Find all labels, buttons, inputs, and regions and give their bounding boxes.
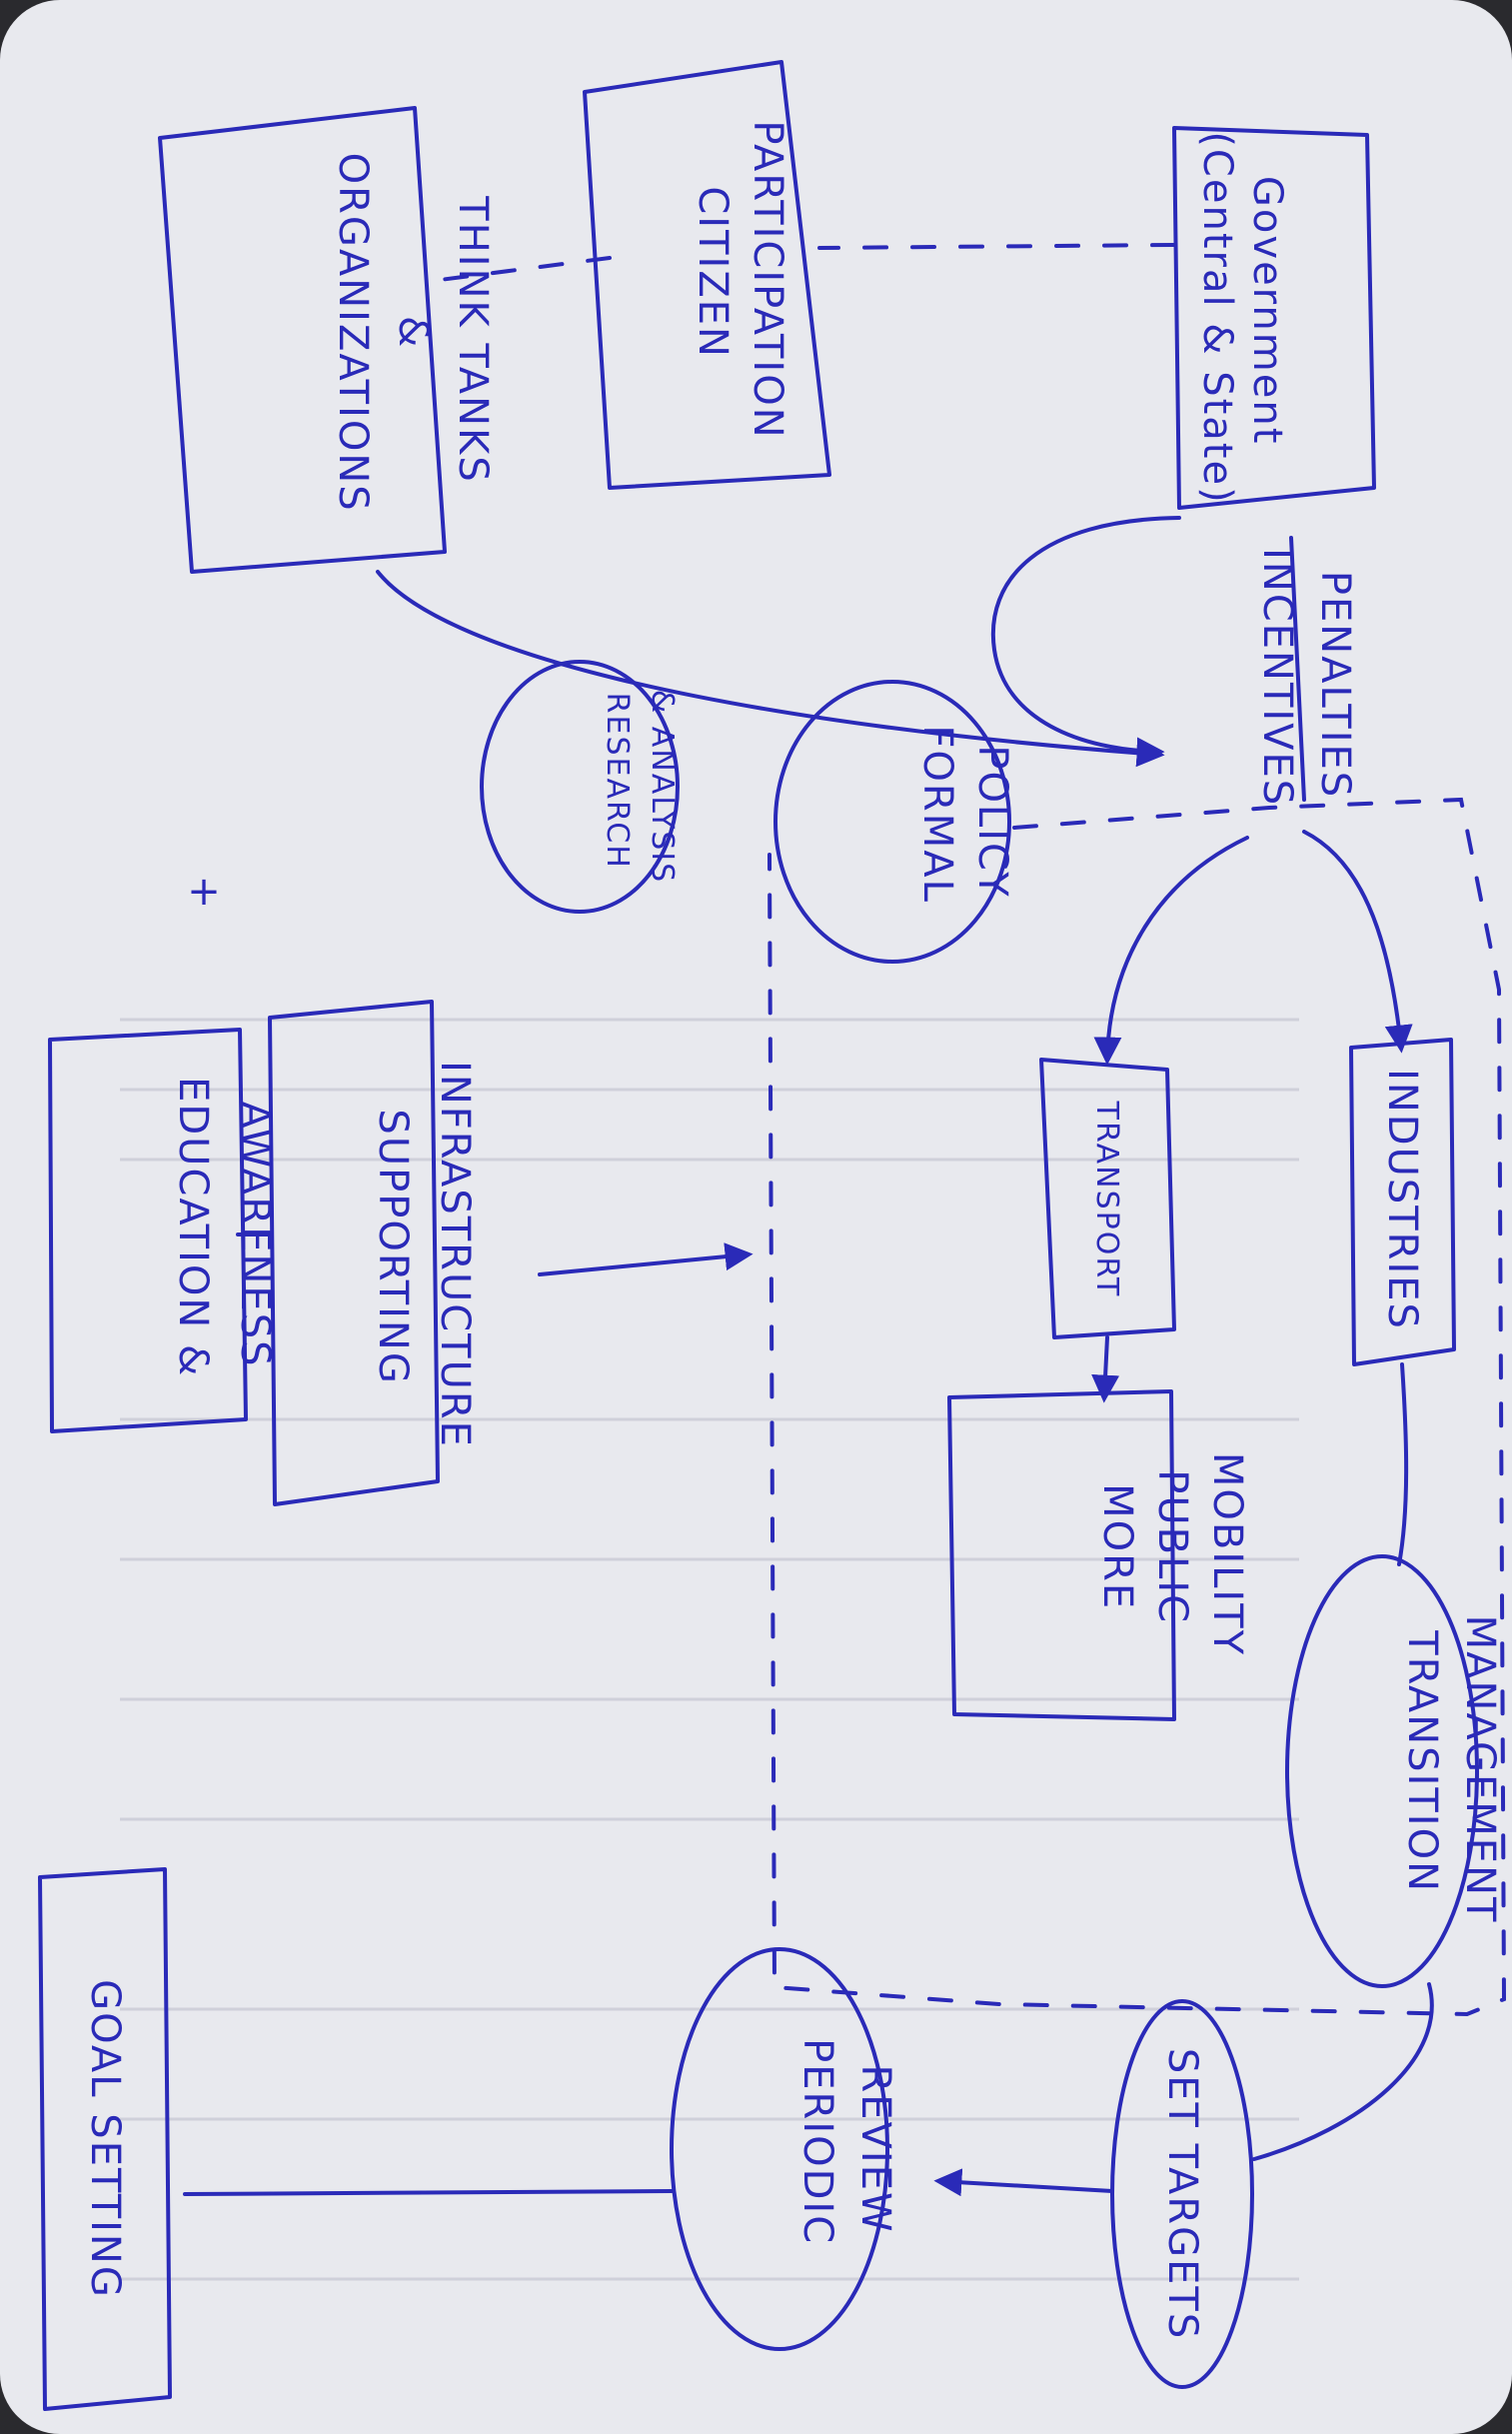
label-periodic-review: PERIODIC REVIEW <box>794 2038 898 2260</box>
label-education: EDUCATION & AWARENESS <box>170 1077 278 1392</box>
bubble-transition-management <box>1285 1554 1479 1988</box>
arrow-transport-mobility <box>1091 1335 1120 1403</box>
label-incentives: INCENTIVES PENALTIES <box>1254 548 1358 822</box>
dash-policy-boundary <box>767 797 1507 2017</box>
box-citizen <box>583 60 831 490</box>
box-supporting-infrastructure <box>268 1000 440 1506</box>
label-set-targets: SET TARGETS <box>1159 2048 1205 2340</box>
label-industries: INDUSTRIES <box>1379 1069 1425 1330</box>
label-goal-setting: GOAL SETTING <box>82 1979 128 2299</box>
label-transport: TRANSPORT <box>1089 1101 1124 1298</box>
box-transport <box>1039 1058 1176 1339</box>
arrow-gov-incentives <box>990 516 1181 766</box>
dash-gov-citizen <box>817 243 1176 250</box>
label-organizations: ORGANIZATIONS & THINK TANKS <box>330 153 496 528</box>
label-government: Government (Central & State) <box>1194 131 1290 504</box>
connector-review-goal <box>183 2189 674 2196</box>
box-goal-setting <box>38 1867 172 2411</box>
connector-transition-settargets <box>1252 1982 1434 2161</box>
bubble-periodic-review <box>670 1947 889 2351</box>
label-formal-policy: FORMAL POLICY <box>914 725 1015 918</box>
label-citizen: CITIZEN PARTICIPATION <box>690 120 790 439</box>
box-organizations <box>158 106 447 574</box>
label-plus: + <box>187 869 223 915</box>
bubble-formal-policy <box>773 680 1011 964</box>
arrow-incentives-industries <box>1302 830 1413 1054</box>
arrow-orgs-incentives <box>376 570 1165 768</box>
arrow-settargets-review <box>933 2168 1114 2197</box>
arrow-incentives-transport <box>1093 836 1249 1066</box>
label-research: RESEARCH & ANALYSIS <box>600 690 680 884</box>
faint-bleed-lines <box>120 1018 1299 2281</box>
label-transition-management: TRANSITION MANAGEMENT <box>1399 1615 1503 1924</box>
dash-citizen-orgs <box>438 256 612 282</box>
arrow-infra-boundary <box>538 1242 754 1276</box>
bubble-research <box>480 660 680 914</box>
label-more-public-mobility: MORE PUBLIC MOBILITY <box>1094 1452 1250 1656</box>
box-education <box>48 1028 248 1433</box>
connector-industries-transition <box>1397 1362 1409 1566</box>
box-government <box>1172 126 1376 510</box>
label-supporting-infrastructure: SUPPORTING INFRASTRUCTURE <box>370 1061 478 1448</box>
box-industries <box>1349 1038 1456 1366</box>
bubble-set-targets <box>1110 1999 1254 2389</box>
tick-incentives <box>1289 536 1306 802</box>
